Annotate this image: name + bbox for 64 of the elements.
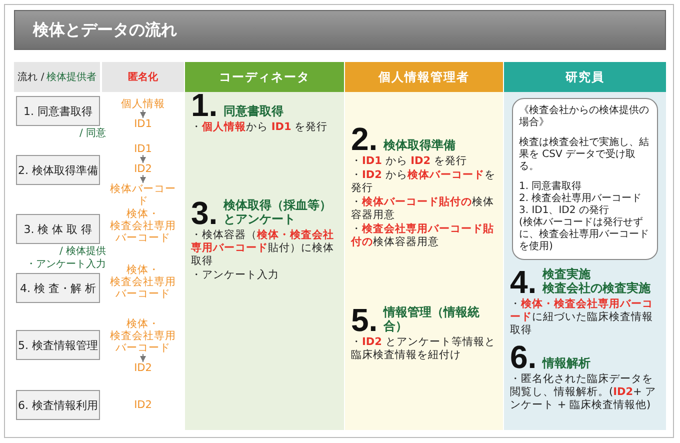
title-bar: 検体とデータの流れ (14, 10, 666, 50)
step-text: ・アンケート入力 (191, 269, 280, 282)
step-box: 2. 検体取得準備 (16, 155, 100, 185)
step-number: 1. (191, 90, 218, 120)
note-text: 2. 検査会社専用バーコード (519, 193, 643, 205)
anonymized-label: 検体・ 検査会社専用バーコード (102, 318, 184, 354)
step-heading: 検査実施 (542, 267, 592, 281)
step-box: 5. 検査情報管理 (16, 330, 100, 360)
step-heading: 検体取得（採血等）とアンケート (224, 198, 333, 226)
step-number: 3. (191, 198, 218, 228)
header-text: 匿名化 (128, 70, 158, 84)
step-note: / 検体提供 (58, 246, 106, 257)
anonymized-label: 検体バーコード (102, 183, 184, 207)
lane-panel (185, 62, 344, 430)
step-text: ・匿名化された臨床データを閲覧し、情報解析。(ID2+ アンケート + 臨床検査情報他) (510, 373, 658, 412)
anonymized-label: ID2 (102, 399, 184, 411)
step-heading: 情報解析 (542, 356, 591, 370)
anonymized-label: ID1 (102, 118, 184, 130)
header-cell (14, 62, 100, 92)
step-text: ・個人情報から ID1 を発行 (191, 121, 329, 134)
step-box: 3. 検 体 取 得 (16, 214, 100, 244)
step-heading: 同意書取得 (224, 104, 284, 118)
step-number: 6. (510, 342, 537, 372)
arrow (140, 154, 146, 164)
lane-panel (345, 62, 503, 430)
step-text: ・検体・検査会社専用バーコードに紐づいた臨床検査情報取得 (510, 298, 654, 337)
step-heading: 検体取得準備 (384, 138, 456, 152)
step-number: 4. (510, 267, 537, 297)
header-text: 検体提供者 (46, 70, 96, 84)
step-text: ・検体容器（検体・検査会社専用バーコード貼付）に検体取得 (191, 229, 335, 268)
note-text: 検査は検査会社で実施し、結果を CSV データで受け取る。 (519, 137, 650, 173)
step-note: ・アンケート入力 (25, 259, 106, 270)
note-text: (検体バーコードは発行せずに、検査会社専用バーコードを使用) (519, 217, 650, 253)
step-heading: 検査会社の検査実施 (542, 281, 651, 295)
header-text: 流れ / (18, 70, 44, 84)
note-text: 3. ID1、ID2 の発行 (519, 205, 610, 216)
arrow (140, 110, 146, 118)
anonymized-label: ID2 (102, 163, 184, 175)
step-text: ・ID1 から ID2 を発行 (351, 155, 468, 168)
step-text: ・検査会社専用バーコード貼付の検体容器用意 (351, 223, 495, 249)
lane-panel (504, 62, 666, 430)
step-number: 2. (351, 124, 378, 154)
header-cell (102, 62, 184, 92)
step-box: 4. 検 査・解 析 (16, 273, 100, 303)
lane-header: 個人情報管理者 (345, 62, 503, 92)
step-text: ・ID2 から検体バーコードを発行 (351, 169, 496, 195)
note-text: 《検査会社からの検体提供の場合》 (519, 105, 650, 129)
anonymized-label: 個人情報 (102, 98, 184, 110)
arrow (140, 354, 146, 362)
anonymized-label: 検体・ 検査会社専用バーコード (102, 208, 184, 244)
anonymized-label: ID1 (102, 143, 184, 155)
anonymized-label: ID2 (102, 362, 184, 374)
step-box: 6. 検査情報利用 (16, 390, 100, 420)
step-text: ・ID2 とアンケート等情報と臨床検査情報を紐付け (351, 336, 496, 362)
lane-header: 研究員 (504, 62, 666, 92)
note-text: 1. 同意書取得 (519, 181, 583, 192)
step-box: 1. 同意書取得 (16, 96, 100, 126)
step-note: / 同意 (78, 128, 106, 139)
lane-header: コーディネータ (185, 62, 344, 92)
note-box (512, 98, 658, 260)
arrow (140, 174, 146, 184)
step-text: ・検体バーコード貼付の検体容器用意 (351, 196, 495, 222)
step-heading: 情報管理（情報統合） (384, 305, 481, 333)
step-number: 5. (351, 305, 378, 335)
